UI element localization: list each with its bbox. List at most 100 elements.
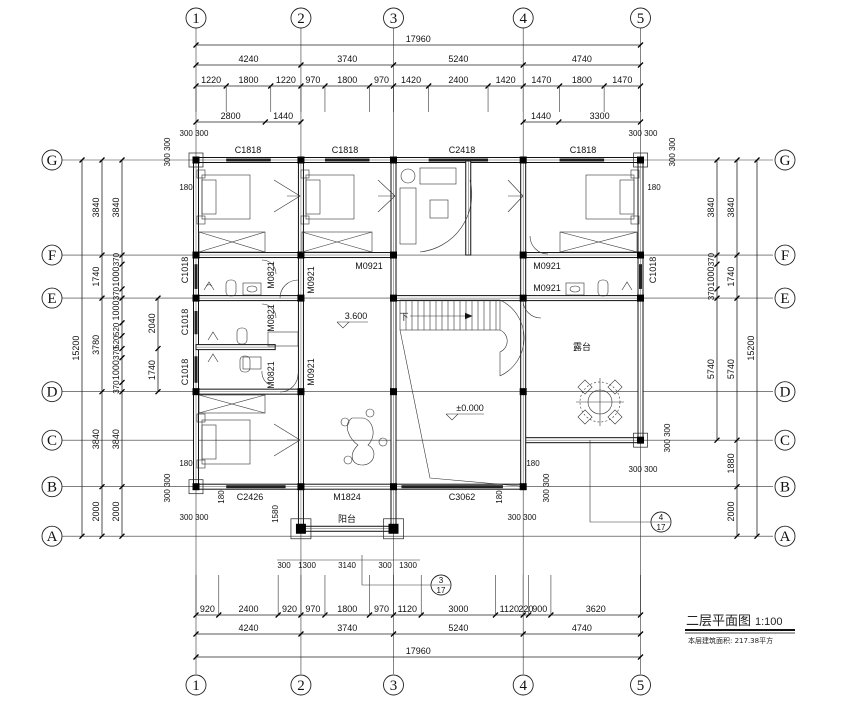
grid-label: E [47,291,56,307]
dim-tick [99,388,105,395]
structural-column [519,483,527,491]
dim-tick [119,354,125,361]
dim-text: 370 [707,252,716,266]
dim-tick [119,319,125,326]
dim-text: 17960 [406,34,431,44]
dim-tick [99,252,105,258]
grid-label: D [47,385,58,401]
structural-column [297,251,305,259]
grid-label: E [780,291,789,307]
dim-text: 1800 [238,75,258,85]
window-label: C1018 [180,257,190,284]
grid-bubble [774,476,796,498]
dining-table-icon [576,378,624,426]
grid-label: C [47,433,57,449]
dim-tick [193,62,199,68]
grid-bubble [41,244,63,266]
window-label: C1018 [180,309,190,336]
dim-text: 3300 [590,111,610,121]
dim-tick [714,295,720,302]
dim-tick [119,157,125,163]
grid-label: 2 [297,11,305,27]
dim-tick [714,252,720,258]
grid-label: D [780,385,791,401]
dim-text: 970 [305,75,320,85]
dim-tick [754,533,760,540]
grid-label: 4 [519,11,527,27]
structural-column [519,388,527,396]
structural-column [295,523,306,534]
title-block: 二层平面图 1:100 本层建筑面积: 217.38平方 [685,614,795,645]
wardrobe-icon [198,231,638,414]
column-outline [188,152,204,168]
dim-tick [734,295,740,302]
grid-label: 2 [297,678,305,694]
dim-text: 3620 [586,604,606,614]
dim-text: 3840 [706,198,716,218]
dim-text: 2400 [448,75,468,85]
room-label-terrace: 露台 [573,341,591,353]
detail-sheet: 17 [437,586,446,595]
dim-tick [119,533,125,540]
window [324,158,370,162]
elevation-label: 3.600 [345,311,368,321]
door-label: M0921 [306,358,316,386]
door-label: M0821 [266,361,276,389]
dim-tick [390,62,397,68]
structural-column [637,156,645,164]
dim-text: 1440 [273,111,293,121]
grid-label: F [781,248,789,264]
dim-text: 1740 [91,267,101,287]
dim-text: 520 [112,322,121,336]
door-label: M0821 [266,261,276,289]
dim-text: 5240 [448,54,468,64]
bed-icon [300,169,355,225]
elevation-label: ±0.000 [456,403,483,413]
dim-text: 1800 [337,75,357,85]
drawing-scale: 1:100 [755,616,783,628]
dim-text: 370 [112,252,121,266]
dim-tick [193,119,199,125]
dim-text: 920 [282,604,297,614]
dim-text: 370 [112,346,121,360]
structural-column [192,156,200,164]
window-label: C1818 [570,145,597,155]
dim-text: 1800 [572,75,592,85]
dim-tick [155,388,161,395]
dim-text: 3780 [91,335,101,355]
floor-area-note: 本层建筑面积: 217.38平方 [688,636,773,645]
structural-column [390,388,398,396]
grid-bubble [290,7,312,29]
dim-tick [637,42,644,48]
dim-text: 300 300 [663,423,672,452]
dim-text: 17960 [406,646,431,656]
dim-text: 300 300 [668,137,677,166]
grid-label: F [48,248,56,264]
grid-label: 5 [637,678,645,694]
dim-tick [99,483,105,490]
dim-text: 300 [277,561,291,570]
grid-bubble [630,7,651,29]
dim-text: 4740 [572,623,592,633]
structural-column [388,523,399,534]
dim-tick [79,157,85,163]
dim-text: 3140 [338,561,356,570]
dim-tick [714,157,720,163]
dim-text: 900 [532,604,547,614]
dim-text: 1740 [147,360,157,380]
dim-text: 220 [518,604,533,614]
dim-tick [119,345,125,352]
dim-text: 2400 [238,604,258,614]
door-swing-icons [261,179,549,457]
elevation-marker-icon [336,321,368,329]
dim-text: 300 [378,561,392,570]
dim-text: 370 [112,380,121,394]
grid-label: 1 [192,678,200,694]
dim-text: 1470 [531,75,551,85]
dim-text: 180 [526,459,540,468]
grid-bubble [774,287,796,309]
dim-text: 5740 [726,359,736,379]
window [559,158,605,162]
dim-text: 300 300 [163,473,172,502]
